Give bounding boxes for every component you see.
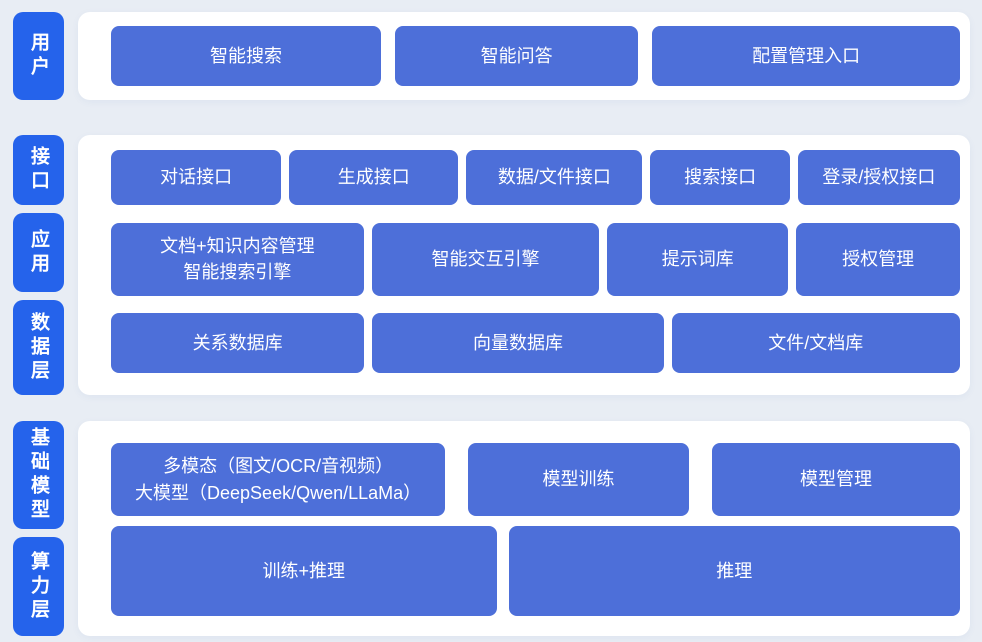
layer-label-application-text: 应用: [28, 228, 49, 277]
layer-label-foundation-model: 基础模型: [13, 421, 64, 530]
layer-label-compute-text: 算力层: [28, 550, 49, 623]
block-dialog-api: 对话接口: [111, 150, 282, 205]
block-interaction-engine: 智能交互引擎: [371, 222, 600, 296]
band-gap: [13, 395, 970, 421]
user-panel: 智能搜索 智能问答 配置管理入口: [78, 12, 970, 100]
bottom-band-labels: 基础模型 算力层: [13, 421, 64, 636]
block-search-api: 搜索接口: [650, 150, 790, 205]
bottom-band: 基础模型 算力层 多模态（图文/OCR/音视频） 大模型（DeepSeek/Qw…: [13, 421, 970, 636]
middle-panel: 对话接口 生成接口 数据/文件接口 搜索接口 登录/授权接口 文档+知识内容管理…: [78, 135, 970, 395]
layer-label-user-text: 用户: [28, 32, 49, 80]
user-band: 用户 智能搜索 智能问答 配置管理入口: [13, 12, 970, 100]
band-gap: [13, 100, 970, 135]
block-login-auth-api: 登录/授权接口: [797, 150, 960, 205]
block-prompt-library: 提示词库: [607, 222, 789, 296]
block-file-document-store: 文件/文档库: [671, 313, 960, 373]
user-band-labels: 用户: [13, 12, 64, 100]
block-vector-database: 向量数据库: [372, 313, 664, 373]
layer-label-data: 数据层: [13, 300, 64, 395]
layer-label-interface: 接口: [13, 135, 64, 205]
block-generation-api: 生成接口: [289, 150, 459, 205]
bottom-panel: 多模态（图文/OCR/音视频） 大模型（DeepSeek/Qwen/LLaMa）…: [78, 421, 970, 636]
application-row: 文档+知识内容管理 智能搜索引擎 智能交互引擎 提示词库 授权管理: [111, 222, 960, 296]
block-smart-qa: 智能问答: [395, 26, 639, 86]
middle-band: 接口 应用 数据层 对话接口 生成接口 数据/文件接口 搜索接口 登录/授权接口…: [13, 135, 970, 395]
interface-row: 对话接口 生成接口 数据/文件接口 搜索接口 登录/授权接口: [111, 150, 960, 205]
block-doc-knowledge-search-engine: 文档+知识内容管理 智能搜索引擎: [111, 222, 364, 296]
layer-label-interface-text: 接口: [28, 145, 49, 194]
user-row: 智能搜索 智能问答 配置管理入口: [111, 26, 960, 86]
block-data-file-api: 数据/文件接口: [466, 150, 643, 205]
block-model-training: 模型训练: [468, 443, 689, 516]
layer-label-compute: 算力层: [13, 537, 64, 636]
block-model-management: 模型管理: [711, 443, 960, 516]
layer-label-foundation-model-text: 基础模型: [28, 427, 49, 524]
compute-row: 训练+推理 推理: [111, 526, 960, 616]
middle-band-labels: 接口 应用 数据层: [13, 135, 64, 395]
model-row: 多模态（图文/OCR/音视频） 大模型（DeepSeek/Qwen/LLaMa）…: [111, 443, 960, 516]
data-row: 关系数据库 向量数据库 文件/文档库: [111, 313, 960, 373]
layer-label-user: 用户: [13, 12, 64, 100]
block-smart-search: 智能搜索: [111, 26, 382, 86]
block-multimodal-llm: 多模态（图文/OCR/音视频） 大模型（DeepSeek/Qwen/LLaMa）: [111, 443, 446, 516]
block-config-management-entry: 配置管理入口: [652, 26, 960, 86]
layer-label-data-text: 数据层: [28, 311, 49, 384]
block-authorization-management: 授权管理: [796, 222, 960, 296]
block-relational-database: 关系数据库: [111, 313, 365, 373]
block-training-inference: 训练+推理: [111, 526, 497, 616]
layer-label-application: 应用: [13, 212, 64, 293]
block-inference: 推理: [508, 526, 960, 616]
